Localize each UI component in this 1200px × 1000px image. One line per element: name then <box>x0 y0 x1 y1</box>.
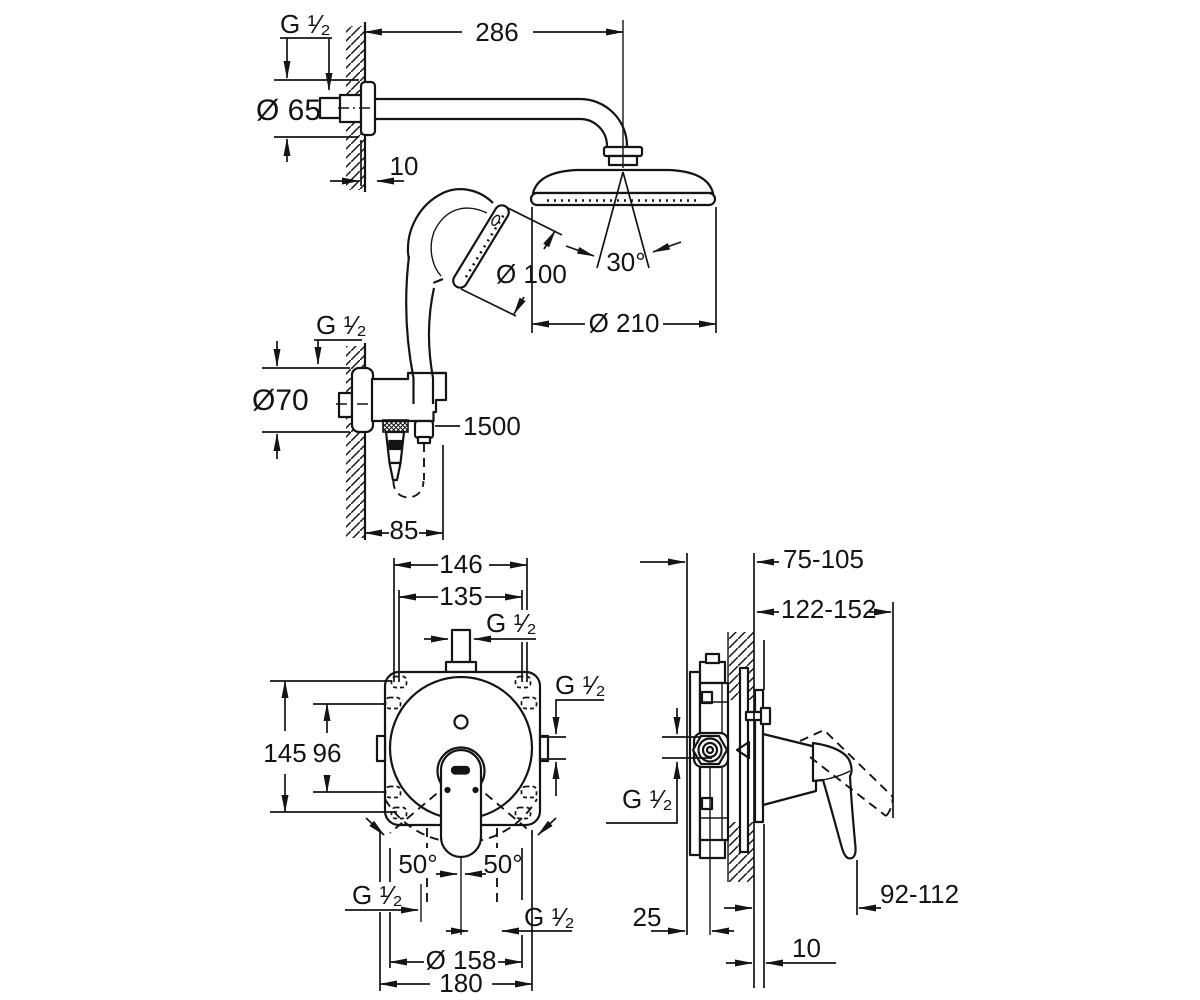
dim-escutcheon-65: Ø 65 <box>256 94 321 127</box>
dim-hose-length: 1500 <box>463 411 521 441</box>
spray-angle-line-right <box>622 171 650 269</box>
dim-bracket-depth: 85 <box>390 515 419 545</box>
dim-escutcheon-70: Ø70 <box>252 384 309 417</box>
side-port-right <box>538 734 550 763</box>
dim-thread-union: G ¹⁄₂ <box>316 310 367 340</box>
hand-shower-handle-right <box>427 287 436 404</box>
top-port-stub <box>450 628 472 666</box>
union-escutcheon <box>350 366 375 434</box>
trim-cone <box>761 732 818 807</box>
dim-wall-projection: 10 <box>390 151 419 181</box>
dim-trim-depth: 122-152 <box>781 594 876 624</box>
dim-spray-angle: 30° <box>606 247 645 277</box>
front-view: 146 135 G ¹⁄₂ 145 96 G ¹⁄₂ 50° 50° G ¹⁄ <box>263 549 605 998</box>
dim-swing-right: 50° <box>483 849 522 879</box>
dim-wall-layer: 10 <box>792 933 821 963</box>
dim-arm-length: 286 <box>475 17 518 47</box>
shower-holder <box>370 371 448 423</box>
dim-hole-spacing-outer: 146 <box>439 549 482 579</box>
spray-angle-arrow-right <box>652 241 682 253</box>
top-assembly-view: 286 G ¹⁄₂ Ø 65 10 30° Ø 210 <box>256 9 717 338</box>
union-supply-stub <box>337 391 354 419</box>
dim-back-offset: 25 <box>633 902 662 932</box>
dim-height-outer: 145 <box>263 738 306 768</box>
inlet-circle-mid <box>701 741 719 759</box>
lever-mouth-mark <box>450 765 471 775</box>
dim-thread-top: G ¹⁄₂ <box>280 9 331 39</box>
d100-arrow-top <box>543 230 556 250</box>
dim-hole-spacing-inner: 135 <box>439 581 482 611</box>
hose-protector-tip <box>388 461 402 482</box>
dim-swing-left: 50° <box>398 849 437 879</box>
hand-shower-face-group <box>452 204 510 289</box>
dim-escutcheon-158: Ø 158 <box>426 945 497 975</box>
valve-clip-top <box>700 690 714 705</box>
gright-leader <box>552 699 604 735</box>
hose-protector-ring <box>388 439 403 451</box>
inlet-circle-inner <box>705 745 715 755</box>
swing-line-right <box>473 783 533 834</box>
lever-dot-left <box>444 786 451 794</box>
mounting-plate-edge <box>738 666 750 854</box>
dim-height-inner: 96 <box>313 738 342 768</box>
dim-handle-projection: 92-112 <box>880 879 959 909</box>
swing-arrow-left <box>365 817 385 836</box>
hose-coupling-knurl <box>382 419 409 433</box>
spray-mode-button <box>491 214 501 226</box>
top-port-base <box>444 660 478 674</box>
dim-thread-side-port: G ¹⁄₂ <box>555 670 606 700</box>
hand-shower-inner-line <box>430 207 488 277</box>
handle-outlet-tip <box>416 435 432 445</box>
dim-rough-in-depth: 75-105 <box>783 544 864 574</box>
swing-arrow-right <box>537 817 557 836</box>
d100-arrow-bottom <box>513 296 526 315</box>
dim-hand-shower-diameter: Ø 100 <box>496 259 567 289</box>
lever-dot-right <box>472 786 479 794</box>
head-face <box>529 191 717 207</box>
valve-top-lug <box>698 660 727 685</box>
lever-side-profile <box>811 741 857 860</box>
dim-thread-side-view: G ¹⁄₂ <box>622 784 673 814</box>
lever-neck-line <box>822 770 851 781</box>
swing-line-left <box>389 783 449 834</box>
head-dome <box>531 168 715 195</box>
hose-loop <box>392 479 425 499</box>
d100-ext-top <box>507 207 563 236</box>
hand-shower-nozzles <box>462 214 505 282</box>
shower-arm-inner <box>374 117 609 149</box>
cartridge-screw <box>453 714 469 730</box>
spray-angle-arrow-left <box>565 245 595 257</box>
valve-top-screw <box>704 652 721 665</box>
hand-shower-face <box>452 204 510 289</box>
dim-thread-bottom-left: G ¹⁄₂ <box>352 880 403 910</box>
dim-thread-top-port: G ¹⁄₂ <box>486 608 537 638</box>
ghalf-leader <box>606 761 681 824</box>
spray-angle-line-left <box>596 171 624 269</box>
test-plug-knob <box>759 706 772 726</box>
shower-arm-outer <box>374 97 629 149</box>
handle-outlet <box>413 419 435 440</box>
dim-head-diameter: Ø 210 <box>589 308 660 338</box>
flow-triangle <box>735 740 751 760</box>
inlet-circle-outer <box>697 737 723 763</box>
wall-union-view: G ¹⁄₂ Ø70 1500 85 Ø 100 <box>252 188 567 545</box>
screw-holes <box>384 675 538 820</box>
valve-clip-bottom <box>700 796 714 811</box>
side-view: 75-105 122-152 G ¹⁄₂ 25 92-112 10 <box>606 544 959 988</box>
hand-shower-handle-fill <box>406 256 434 404</box>
d100-ext-bottom <box>460 288 517 317</box>
dim-plate-width: 180 <box>439 968 482 998</box>
side-port-left <box>375 734 387 763</box>
